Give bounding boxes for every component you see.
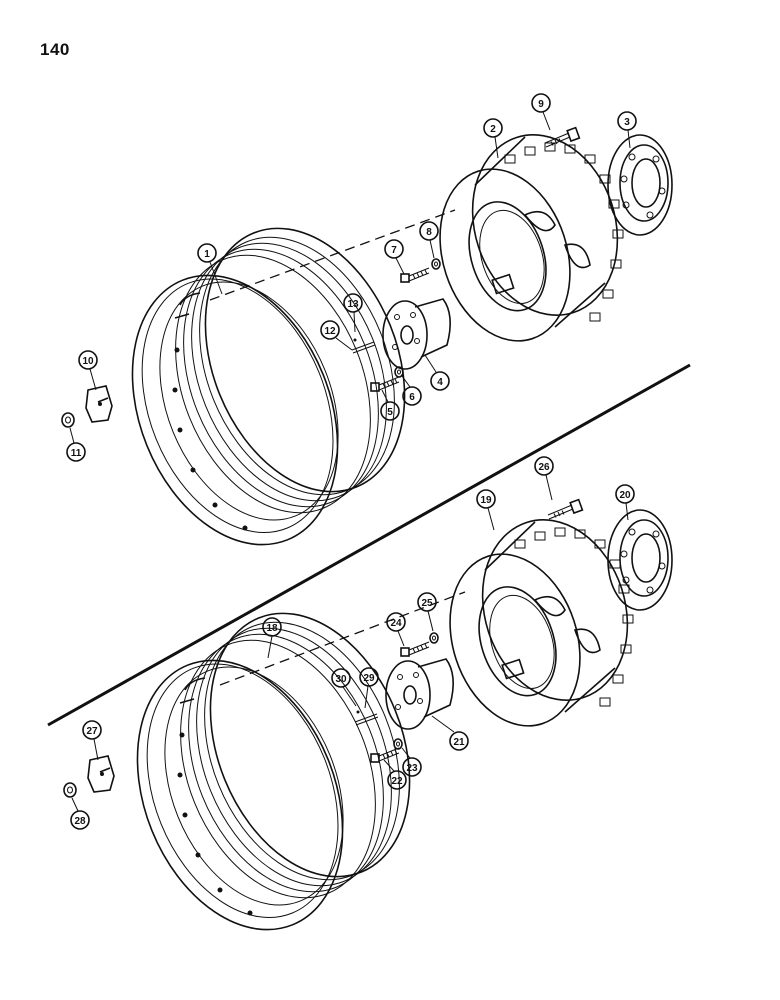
- callout-label: 6: [409, 392, 415, 403]
- callout-3: 3: [617, 111, 637, 149]
- callout-19: 19: [476, 489, 496, 531]
- callout-11: 11: [66, 427, 86, 462]
- callout-7: 7: [384, 239, 405, 275]
- spacer-flange: [385, 658, 455, 730]
- callout-label: 24: [390, 618, 402, 629]
- callout-21: 21: [431, 715, 469, 751]
- washer: [431, 258, 441, 270]
- callout-label: 7: [391, 245, 397, 256]
- callout-label: 12: [324, 326, 336, 337]
- callout-label: 20: [619, 490, 631, 501]
- callout-30: 30: [331, 668, 357, 707]
- callout-20: 20: [615, 484, 635, 521]
- callout-label: 19: [480, 495, 492, 506]
- callout-6: 6: [401, 375, 422, 406]
- page-number: 140: [40, 40, 70, 59]
- rim-wheel: [93, 197, 443, 577]
- callout-28: 28: [70, 797, 90, 830]
- nut: [63, 782, 77, 798]
- hub-casting: [428, 500, 651, 744]
- callout-label: 11: [71, 448, 82, 459]
- callout-29: 29: [359, 667, 379, 709]
- callout-22: 22: [383, 759, 407, 790]
- callout-24: 24: [386, 612, 406, 647]
- divider-line: [47, 363, 691, 727]
- bolt: [400, 641, 430, 657]
- washer: [393, 738, 403, 750]
- callout-8: 8: [419, 221, 439, 259]
- callout-23: 23: [401, 747, 422, 777]
- upper-assembly: [61, 115, 673, 577]
- callout-25: 25: [417, 592, 437, 632]
- bolt: [370, 747, 400, 763]
- callout-label: 13: [347, 299, 359, 310]
- callout-label: 26: [538, 462, 550, 473]
- callout-label: 23: [406, 763, 418, 774]
- callout-13: 13: [343, 293, 363, 333]
- callout-5: 5: [380, 389, 400, 421]
- nut: [61, 412, 75, 428]
- callout-label: 5: [387, 407, 393, 418]
- callout-label: 3: [624, 117, 630, 128]
- callout-9: 9: [531, 93, 551, 131]
- long-bolt: [547, 498, 584, 520]
- callout-27: 27: [82, 720, 102, 761]
- callout-label: 1: [204, 249, 210, 260]
- callout-26: 26: [534, 456, 554, 501]
- callout-2: 2: [483, 118, 503, 159]
- callout-label: 8: [426, 227, 432, 238]
- bolt: [400, 267, 430, 283]
- callout-label: 21: [453, 737, 465, 748]
- callout-label: 2: [490, 124, 496, 135]
- callout-label: 25: [421, 598, 433, 609]
- callout-label: 29: [363, 673, 375, 684]
- clamp: [87, 755, 115, 793]
- callout-12: 12: [320, 320, 353, 351]
- callout-label: 10: [82, 356, 94, 367]
- cap-plate: [607, 134, 673, 236]
- washer: [429, 632, 439, 644]
- callout-4: 4: [424, 354, 450, 391]
- callout-label: 30: [335, 674, 347, 685]
- callout-label: 18: [266, 623, 278, 634]
- callout-18: 18: [262, 617, 282, 659]
- hub-casting: [418, 115, 641, 359]
- callout-label: 4: [437, 377, 443, 388]
- callout-label: 27: [86, 726, 98, 737]
- callout-1: 1: [197, 243, 223, 295]
- callout-label: 9: [538, 99, 544, 110]
- lower-assembly: [63, 498, 673, 962]
- callout-label: 22: [391, 776, 403, 787]
- clamp: [85, 385, 113, 423]
- callout-label: 28: [74, 816, 86, 827]
- callout-10: 10: [78, 350, 98, 391]
